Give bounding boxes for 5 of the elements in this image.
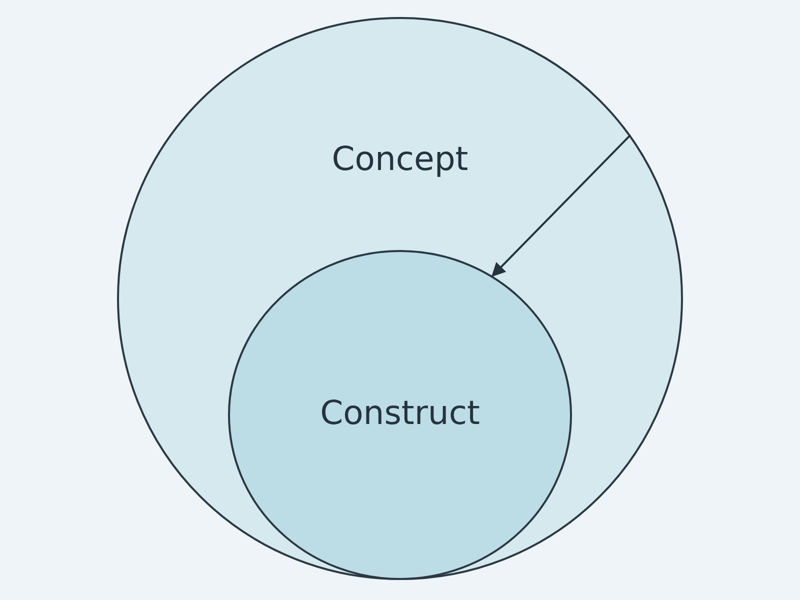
circle-label: Concept [332, 139, 468, 178]
circle-label: Construct [320, 393, 480, 432]
arrow [491, 134, 632, 277]
circle [228, 250, 572, 580]
circle [117, 17, 683, 580]
